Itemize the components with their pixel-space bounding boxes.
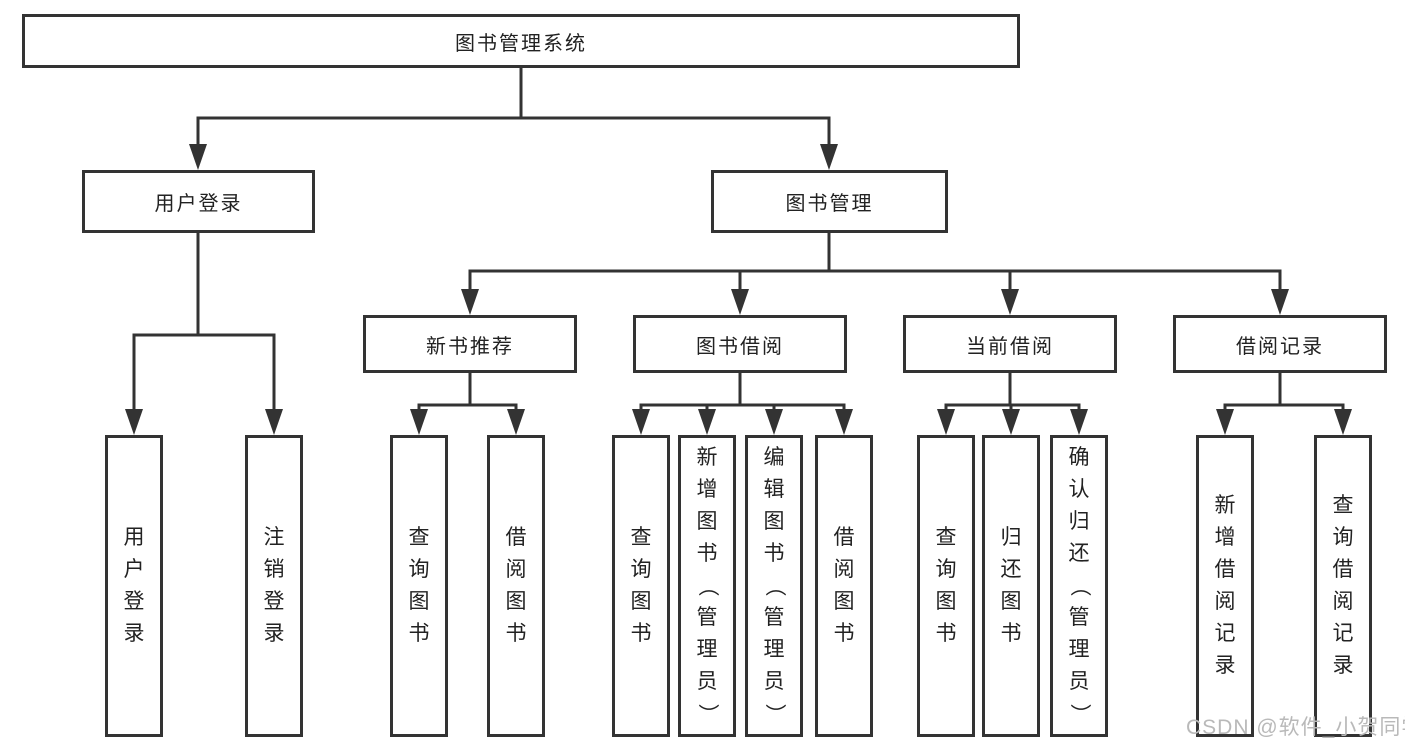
leaf-borrow-add-book: 新增图书（管理员）	[678, 435, 736, 737]
node-book-management: 图书管理	[711, 170, 948, 233]
leaf-record-add: 新增借阅记录	[1196, 435, 1254, 737]
leaf-current-query-book: 查询图书	[917, 435, 975, 737]
leaf-label: 确认归还（管理员）	[1068, 446, 1091, 725]
leaf-borrow-borrow-book: 借阅图书	[815, 435, 873, 737]
leaf-label: 新增图书（管理员）	[696, 446, 719, 725]
leaf-logout: 注销登录	[245, 435, 303, 737]
leaf-recommend-borrow-book: 借阅图书	[487, 435, 545, 737]
node-user-login: 用户登录	[82, 170, 315, 233]
leaf-label: 查询借阅记录	[1332, 494, 1354, 677]
leaf-user-login: 用户登录	[105, 435, 163, 737]
node-book-borrow: 图书借阅	[633, 315, 847, 373]
leaf-label: 查询图书	[408, 526, 430, 645]
node-current-borrow: 当前借阅	[903, 315, 1117, 373]
leaf-label: 用户登录	[123, 526, 145, 645]
node-root: 图书管理系统	[22, 14, 1020, 68]
leaf-record-query: 查询借阅记录	[1314, 435, 1372, 737]
leaf-label: 借阅图书	[505, 526, 527, 645]
leaf-borrow-query-book: 查询图书	[612, 435, 670, 737]
leaf-label: 编辑图书（管理员）	[763, 446, 786, 725]
leaf-label: 注销登录	[263, 526, 285, 645]
csdn-watermark: CSDN @软件_小贺同学	[1186, 716, 1405, 739]
leaf-label: 新增借阅记录	[1214, 494, 1236, 677]
node-new-book-recommend: 新书推荐	[363, 315, 577, 373]
leaf-current-confirm-return: 确认归还（管理员）	[1050, 435, 1108, 737]
leaf-label: 借阅图书	[833, 526, 855, 645]
leaf-label: 查询图书	[630, 526, 652, 645]
node-borrow-record: 借阅记录	[1173, 315, 1387, 373]
leaf-recommend-query-book: 查询图书	[390, 435, 448, 737]
leaf-borrow-edit-book: 编辑图书（管理员）	[745, 435, 803, 737]
leaf-label: 查询图书	[935, 526, 957, 645]
leaf-current-return-book: 归还图书	[982, 435, 1040, 737]
leaf-label: 归还图书	[1000, 526, 1022, 645]
